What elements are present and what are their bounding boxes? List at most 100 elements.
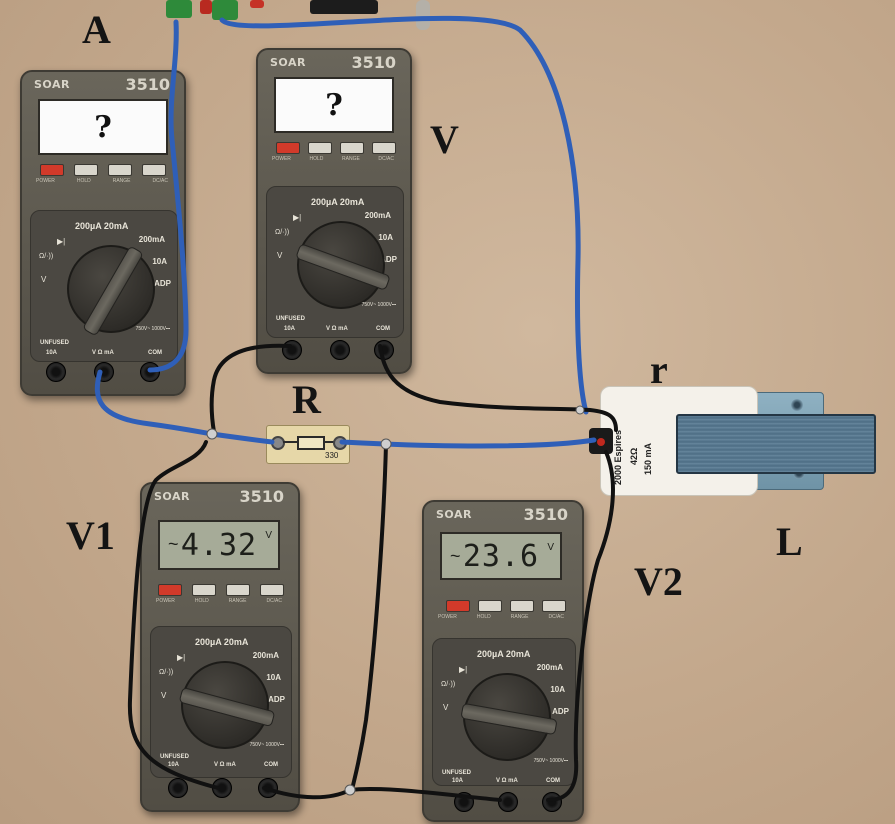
wire-blue-top-to-ammeter-com (147, 19, 189, 373)
scale-10a: 10A (378, 233, 393, 242)
unit-volt: V (265, 530, 272, 541)
btn-label-power: POWER (36, 178, 55, 184)
scale-10a: 10A (550, 685, 565, 694)
jack-label-10a: 10A (284, 326, 296, 332)
junction-left (206, 428, 218, 440)
rotary-selector[interactable] (178, 661, 276, 749)
hold-button[interactable] (192, 584, 216, 596)
scale-volt: V (443, 703, 449, 712)
wire-black-v-vohm (209, 343, 292, 434)
jack-label-vohm: V Ω mA (326, 326, 348, 332)
button-labels: POWER HOLD RANGE DC/AC (272, 156, 394, 162)
scale-200ma: 200mA (138, 235, 165, 244)
top-terminal-red-2 (250, 0, 264, 8)
label-voltmeter: V (430, 117, 459, 162)
btn-label-hold: HOLD (76, 178, 91, 184)
dcac-button[interactable] (542, 600, 566, 612)
scale-ua-ma: 200µA 20mA (311, 197, 365, 207)
dcac-button[interactable] (260, 584, 284, 596)
btn-label-power: POWER (272, 156, 291, 162)
diode-icon: ▶| (177, 653, 186, 662)
hold-button[interactable] (478, 600, 502, 612)
rotary-selector[interactable] (67, 245, 155, 337)
button-labels: POWER HOLD RANGE DC/AC (156, 598, 282, 604)
wire-blue-resistor-to-coil (339, 437, 597, 449)
power-button[interactable] (446, 600, 470, 612)
jack-warning: 750V~ 1000V⎓ (249, 742, 284, 748)
rotary-selector[interactable] (460, 673, 558, 761)
scale-ohm: Ω/·)) (441, 681, 456, 688)
v2-display-value: 23.6 (462, 538, 540, 574)
btn-label-dcac: DC/AC (378, 156, 394, 162)
scale-adp: ADP (380, 255, 397, 264)
hold-button[interactable] (74, 164, 98, 176)
jack-labels: UNFUSED 10A V Ω mA COM (160, 748, 290, 768)
voltmeter-display-value: ? (325, 87, 343, 123)
rotary-selector[interactable] (295, 221, 391, 309)
range-button[interactable] (340, 142, 364, 154)
range-button[interactable] (510, 600, 534, 612)
dcac-button[interactable] (142, 164, 166, 176)
jack-warning: 750V~ 1000V⎓ (533, 758, 568, 764)
jack-vohm[interactable] (330, 340, 350, 360)
power-button[interactable] (276, 142, 300, 154)
dial-panel: 200µA 20mA 200mA 10A ADP Ω/·)) V ▶| (30, 210, 178, 362)
meter-buttons (158, 584, 288, 596)
jack-10a[interactable] (46, 362, 66, 382)
scale-adp: ADP (154, 279, 171, 288)
scale-adp: ADP (552, 707, 569, 716)
scale-ohm: Ω/·)) (275, 229, 290, 236)
meter-buttons (274, 142, 404, 154)
dial-panel: 200µA 20mA 200mA 10A ADP Ω/·)) V ▶| (150, 626, 292, 778)
resistor-value: 330 (325, 451, 339, 460)
multimeter-v1: SOAR 3510 ~ 4.32 V POWER HOLD RANGE DC/A… (140, 482, 300, 812)
jack-10a[interactable] (168, 778, 188, 798)
power-button[interactable] (40, 164, 64, 176)
hold-button[interactable] (308, 142, 332, 154)
core-bolt-top (791, 399, 803, 411)
power-button[interactable] (158, 584, 182, 596)
btn-label-range: RANGE (510, 614, 529, 620)
multimeter-ammeter: SOAR 3510 ? POWER HOLD RANGE DC/AC 200µA… (20, 70, 186, 396)
top-switch (416, 0, 430, 30)
btn-label-dcac: DC/AC (548, 614, 564, 620)
junction-coil (575, 405, 585, 415)
btn-label-hold: HOLD (476, 614, 491, 620)
button-labels: POWER HOLD RANGE DC/AC (438, 614, 564, 620)
jack-vohm[interactable] (498, 792, 518, 812)
dcac-button[interactable] (372, 142, 396, 154)
meter-model: 3510 (239, 487, 284, 506)
label-v2: V2 (634, 559, 683, 604)
coil-terminal-red[interactable] (597, 438, 605, 446)
jack-label-vohm: V Ω mA (214, 762, 236, 768)
scale-volt: V (277, 251, 283, 260)
btn-label-dcac: DC/AC (152, 178, 168, 184)
range-button[interactable] (108, 164, 132, 176)
jack-label-10a: 10A (168, 762, 180, 768)
wire-blue-ammeter-to-resistor (94, 369, 275, 445)
v2-display: ~ 23.6 V (440, 532, 562, 580)
top-terminal-green-1 (166, 0, 192, 18)
label-v1: V1 (66, 513, 115, 558)
scale-10a: 10A (266, 673, 281, 682)
ammeter-display: ? (38, 99, 168, 155)
meter-buttons (440, 600, 570, 612)
meter-brand: SOAR (154, 490, 190, 503)
scale-ua-ma: 200µA 20mA (75, 221, 129, 231)
meter-brand: SOAR (270, 56, 306, 69)
diode-icon: ▶| (459, 665, 468, 674)
wire-black-v1-vohm (127, 440, 220, 790)
jack-label-vohm: V Ω mA (92, 350, 114, 356)
scale-ua-ma: 200µA 20mA (477, 649, 531, 659)
jack-label-unfused: UNFUSED (40, 340, 70, 346)
scale-ohm: Ω/·)) (159, 669, 174, 676)
scale-10a: 10A (152, 257, 167, 266)
unit-volt: V (547, 542, 554, 553)
junction-right (380, 438, 392, 450)
range-button[interactable] (226, 584, 250, 596)
scale-ua-ma: 200µA 20mA (195, 637, 249, 647)
scale-volt: V (161, 691, 167, 700)
jack-label-vohm: V Ω mA (496, 778, 518, 784)
top-terminal-green-2 (212, 0, 238, 20)
